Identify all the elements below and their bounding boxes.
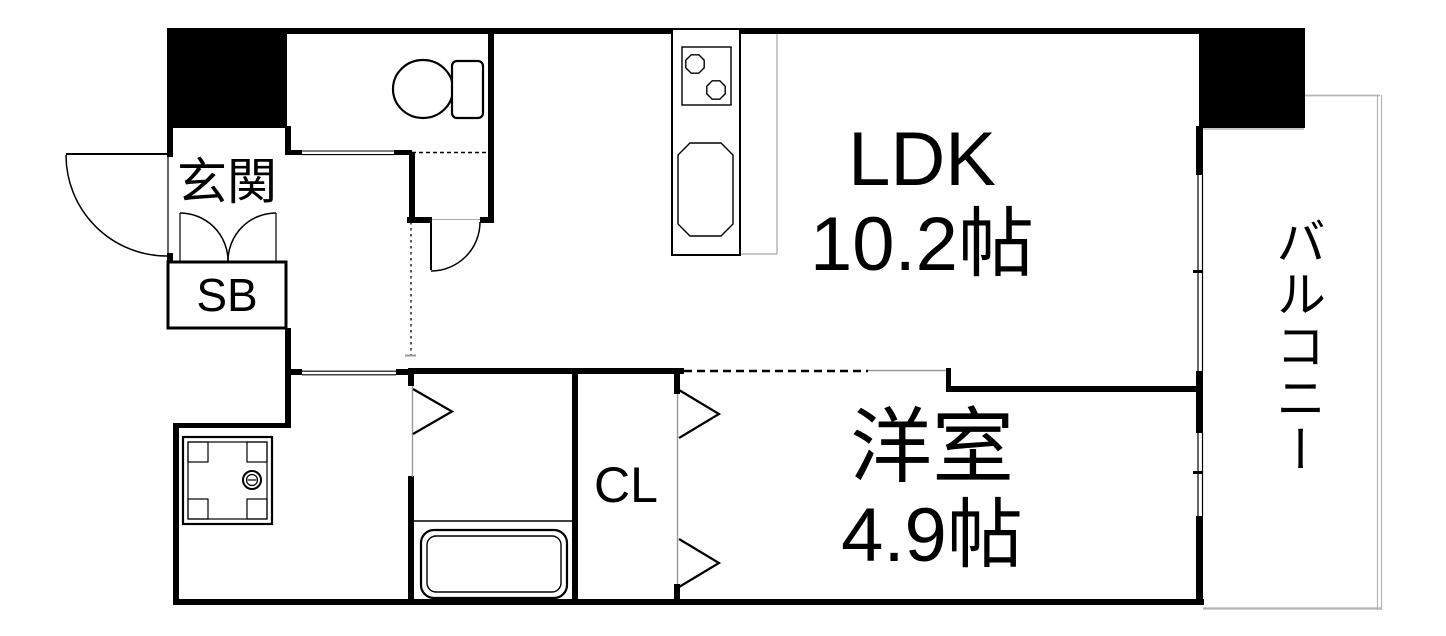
closet-door-chevron-icon-bottom bbox=[678, 538, 722, 588]
wall-closet-east-bottom bbox=[674, 584, 680, 605]
ldk-size: 10.2帖 bbox=[810, 202, 1034, 287]
shoe-box-cabinet bbox=[166, 260, 288, 330]
toilet-door bbox=[430, 219, 481, 272]
drain-icon bbox=[242, 470, 262, 490]
wall-alcove-south-b bbox=[480, 217, 494, 223]
wall-mid-horizontal bbox=[408, 368, 684, 374]
wall-closet-east-top bbox=[674, 368, 680, 394]
wall-washroom-north-a bbox=[285, 369, 302, 375]
shoe-box-label: SB bbox=[196, 269, 258, 321]
balcony-label: バルコニー bbox=[1269, 216, 1325, 476]
toilet-door-arc bbox=[430, 221, 481, 272]
stove-burner-icon bbox=[706, 80, 726, 100]
kitchen-sink-icon bbox=[677, 142, 734, 237]
closet-folding-doors bbox=[676, 389, 722, 588]
ldk-label: LDK 10.2帖 bbox=[762, 118, 1082, 288]
wall-left-lower bbox=[173, 423, 179, 605]
wall-right-b bbox=[1196, 371, 1203, 433]
wall-closet-west bbox=[572, 368, 578, 605]
kitchen-icon bbox=[671, 28, 741, 256]
washing-machine-pan-icon bbox=[181, 435, 274, 526]
western-room-size: 4.9帖 bbox=[841, 493, 1023, 578]
bathroom-door-chevron-icon bbox=[412, 388, 455, 435]
shoe-box-door-arc-right bbox=[227, 212, 277, 262]
entrance-label: 玄関 bbox=[177, 154, 277, 210]
wall-bath-west-lower bbox=[408, 476, 414, 605]
toilet-bowl bbox=[391, 58, 455, 120]
closet-door-chevron-icon-top bbox=[678, 389, 722, 439]
dashed-openings bbox=[405, 151, 946, 373]
toilet-tank bbox=[450, 59, 485, 120]
wall-toilet-east bbox=[488, 28, 494, 222]
wall-western-room-north bbox=[946, 386, 1200, 392]
wall-toilet-south-b bbox=[394, 150, 412, 155]
bathtub-icon bbox=[411, 520, 572, 600]
kitchen-zone-outline bbox=[740, 29, 778, 255]
balcony-outline bbox=[1203, 94, 1383, 610]
gas-stove-icon bbox=[681, 46, 732, 106]
wall-bottom bbox=[173, 599, 1204, 605]
wall-left-upper bbox=[167, 128, 173, 157]
wall-left-mid bbox=[167, 253, 173, 264]
bathroom-folding-door bbox=[411, 386, 455, 477]
walls bbox=[167, 28, 1305, 605]
entrance-door bbox=[65, 153, 169, 257]
closet-label: CL bbox=[594, 457, 658, 513]
wall-alcove-south-a bbox=[407, 217, 432, 223]
balcony-windows bbox=[1197, 175, 1204, 516]
wall-right-a bbox=[1196, 126, 1203, 175]
western-room-name: 洋室 bbox=[849, 402, 1014, 493]
toilet-icon bbox=[391, 58, 485, 120]
shoe-box-door-arc-left bbox=[179, 212, 229, 262]
kitchen-counter bbox=[671, 28, 741, 256]
ldk-name: LDK bbox=[848, 117, 996, 202]
wall-right-c bbox=[1196, 516, 1203, 605]
wall-notch-south bbox=[173, 423, 291, 428]
wall-washroom-north-b bbox=[396, 369, 411, 375]
wall-toilet-south-a bbox=[285, 150, 302, 155]
wall-entrance-east bbox=[285, 126, 291, 154]
pillar-block-left bbox=[167, 28, 287, 128]
wall-bath-west-nub bbox=[408, 368, 414, 386]
stove-burner-icon bbox=[685, 54, 705, 74]
western-room-label: 洋室 4.9帖 bbox=[772, 402, 1092, 578]
wall-alcove-west bbox=[409, 152, 415, 222]
wall-step bbox=[946, 368, 951, 390]
sliding-doors bbox=[302, 150, 396, 376]
pillar-block-right bbox=[1199, 28, 1305, 128]
wall-notch-east bbox=[285, 328, 291, 428]
shoe-box bbox=[166, 212, 288, 330]
